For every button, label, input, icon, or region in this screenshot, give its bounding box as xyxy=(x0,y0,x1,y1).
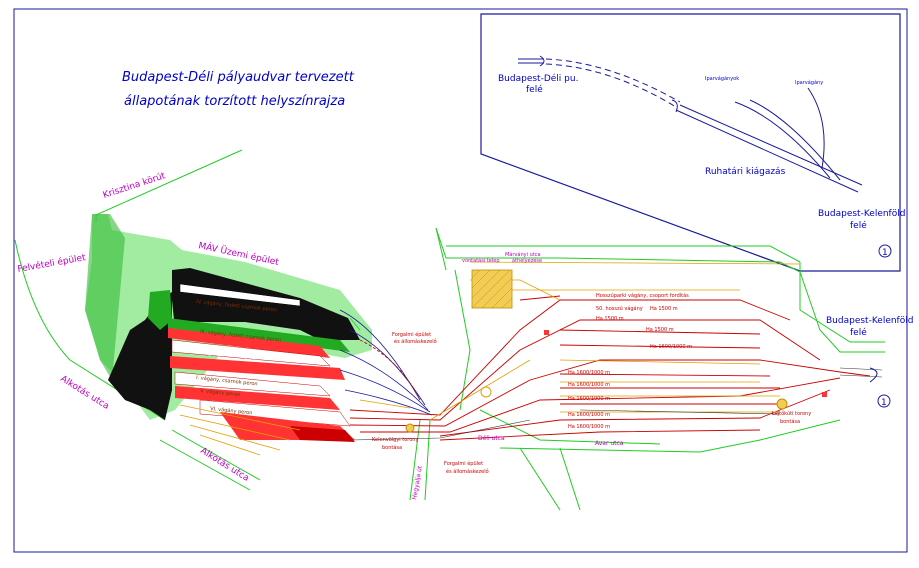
track-length-label: Ha 1500 m xyxy=(650,306,678,312)
label-kelenfold-1: Budapest-Kelenföld xyxy=(826,316,913,326)
label-deli-utca: Déli utca xyxy=(478,435,505,442)
inset-to-label-1: Budapest-Kelenföld xyxy=(818,209,905,219)
label-forgalmi-lower-2: és állomáskezelő xyxy=(446,468,489,475)
label-alkotas-lower: Alkotás utca xyxy=(198,446,250,484)
tower-right-marker xyxy=(776,398,788,410)
track-length-label: Ha 1600/1000 m xyxy=(568,424,610,430)
label-hegyalja-vertical: Hegyalja út xyxy=(411,465,424,501)
label-vontatasi-1: vontatási telep xyxy=(462,257,500,264)
signal-box-small xyxy=(822,392,827,397)
platform-bands xyxy=(168,283,355,442)
label-reception: Felvételi épület xyxy=(17,252,87,275)
track-length-label: Ha 1600/1000 m xyxy=(568,382,610,388)
track-length-label: Ha 1500 m xyxy=(596,316,624,322)
track-length-label: Ha 1600/1000 m xyxy=(568,396,610,402)
peron-label: V. vágány peron xyxy=(200,387,241,398)
label-tower-building-1: Forgalmi épület xyxy=(392,331,431,338)
label-tower-building-2: és állomáskezelő xyxy=(394,338,437,345)
label-tower-right-1: Lejtőkúti torony xyxy=(772,410,811,417)
track-length-label: Hosszúparki vágány, csoport fordítás xyxy=(596,292,689,299)
existing-structure-hatch xyxy=(108,268,360,420)
tower-left-marker xyxy=(405,423,415,433)
track-length-labels: Hosszúparki vágány, csoport fordítás 50.… xyxy=(568,292,692,430)
track-length-label: Ha 1600/1000 m xyxy=(568,370,610,376)
main-marker: 1 xyxy=(881,398,887,408)
inset-overview-map: Budapest-Déli pu. felé Iparvágányok Ipar… xyxy=(480,13,905,272)
track-length-label: Ha 1500 m xyxy=(646,327,674,333)
label-forgalmi-lower-1: Forgalmi épület xyxy=(444,460,483,467)
track-lines-main xyxy=(349,295,871,441)
label-kelenfold-2: felé xyxy=(850,327,867,338)
inset-marker: 1 xyxy=(882,248,888,258)
track-length-label: Ha 1600/1000 m xyxy=(568,412,610,418)
peron-label: VI. vágány peron xyxy=(210,405,253,416)
inset-track-label-a: Iparvágányok xyxy=(705,75,739,82)
label-krisztina: Krisztina körút xyxy=(102,171,167,201)
end-buffer xyxy=(869,367,878,383)
inset-from-label-2: felé xyxy=(526,84,543,95)
tower-center-marker xyxy=(480,386,492,398)
inset-track-label-b: Iparvágány xyxy=(795,79,823,86)
track-lines-service xyxy=(179,261,801,456)
inset-to-label-2: felé xyxy=(850,220,867,231)
signal-box-small xyxy=(544,330,549,335)
label-alkotas-upper: Alkotás utca xyxy=(58,374,110,412)
label-vontatasi-2: áthelyezése xyxy=(512,257,542,264)
track-length-label: 50. hosszú vágány xyxy=(596,305,643,312)
label-upper-street: Márványi utca xyxy=(505,251,541,258)
label-tower-right-2: bontása xyxy=(780,418,800,425)
title-line-1: Budapest-Déli pályaudvar tervezett xyxy=(122,70,355,85)
inset-junction-label: Ruhatári kiágazás xyxy=(705,167,786,177)
label-tower-demolish-2: bontása xyxy=(382,444,402,451)
label-tower-demolish-1: Kelenvölgyi torony xyxy=(372,437,418,443)
drawing-border xyxy=(13,8,908,553)
track-length-label: Ha 1600/1000 m xyxy=(650,344,692,350)
track-fan-left xyxy=(339,309,433,416)
traction-depot-hatch xyxy=(471,269,513,309)
label-avar-utca: Avar utca xyxy=(595,440,624,447)
inset-from-label-1: Budapest-Déli pu. xyxy=(498,73,578,84)
title-line-2: állapotának torzított helyszínrajza xyxy=(124,94,345,109)
